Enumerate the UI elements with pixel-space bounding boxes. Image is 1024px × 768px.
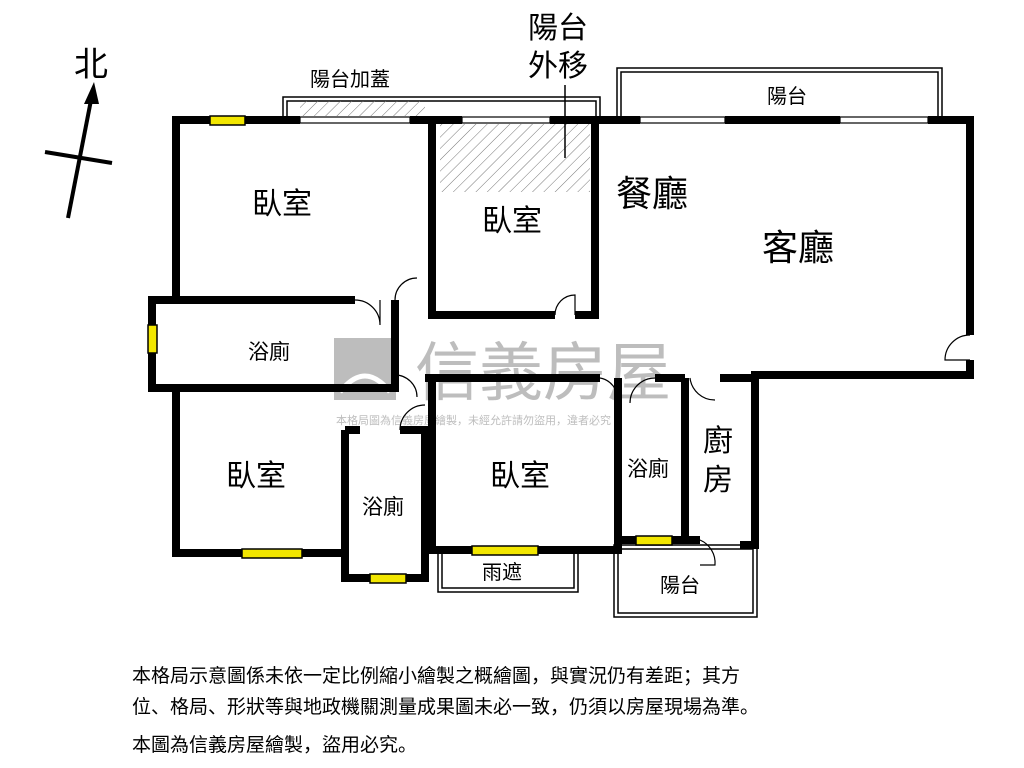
room-bedroom-top-left: 臥室 <box>252 187 312 222</box>
label-moved-balcony-2: 外移 <box>528 49 588 84</box>
room-dining: 餐廳 <box>616 174 688 215</box>
room-bedroom-bottom-middle: 臥室 <box>490 459 550 494</box>
north-compass: 北 <box>44 45 113 219</box>
label-enclosed-balcony: 陽台加蓋 <box>310 67 390 91</box>
room-bedroom-top-middle: 臥室 <box>482 204 542 239</box>
north-label: 北 <box>74 45 108 85</box>
watermark-notice: 本格局圖為信義房屋繪製，未經允許請勿盜用，違者必究 <box>336 413 611 427</box>
label-canopy: 雨遮 <box>482 560 522 584</box>
windows <box>147 115 673 584</box>
room-kitchen-1: 廚 <box>703 424 733 459</box>
moved-balcony-hatch <box>440 124 590 192</box>
room-bath-right: 浴廁 <box>627 457 669 481</box>
room-bath-left: 浴廁 <box>248 340 290 364</box>
sliding-doors <box>299 116 929 124</box>
room-kitchen-2: 房 <box>703 463 733 498</box>
label-balcony-top: 陽台 <box>767 84 807 108</box>
label-balcony-bottom: 陽台 <box>660 573 700 597</box>
room-bedroom-bottom-left: 臥室 <box>226 459 286 494</box>
room-living: 客廳 <box>762 228 834 269</box>
room-bath-bottom: 浴廁 <box>362 495 404 519</box>
disclaimer-line-1: 本格局示意圖係未依一定比例縮小繪製之概繪圖，與實況仍有差距；其方 <box>132 665 741 687</box>
north-arrow-icon <box>84 82 99 104</box>
disclaimer-line-2: 位、格局、形狀等與地政機關測量成果圖未必一致，仍須以房屋現場為準。 <box>132 696 760 718</box>
disclaimer-line-3: 本圖為信義房屋繪製，盜用必究。 <box>132 734 418 756</box>
enclosed-balcony-hatch <box>300 101 425 116</box>
label-moved-balcony-1: 陽台 <box>528 11 588 46</box>
doors <box>354 277 971 566</box>
